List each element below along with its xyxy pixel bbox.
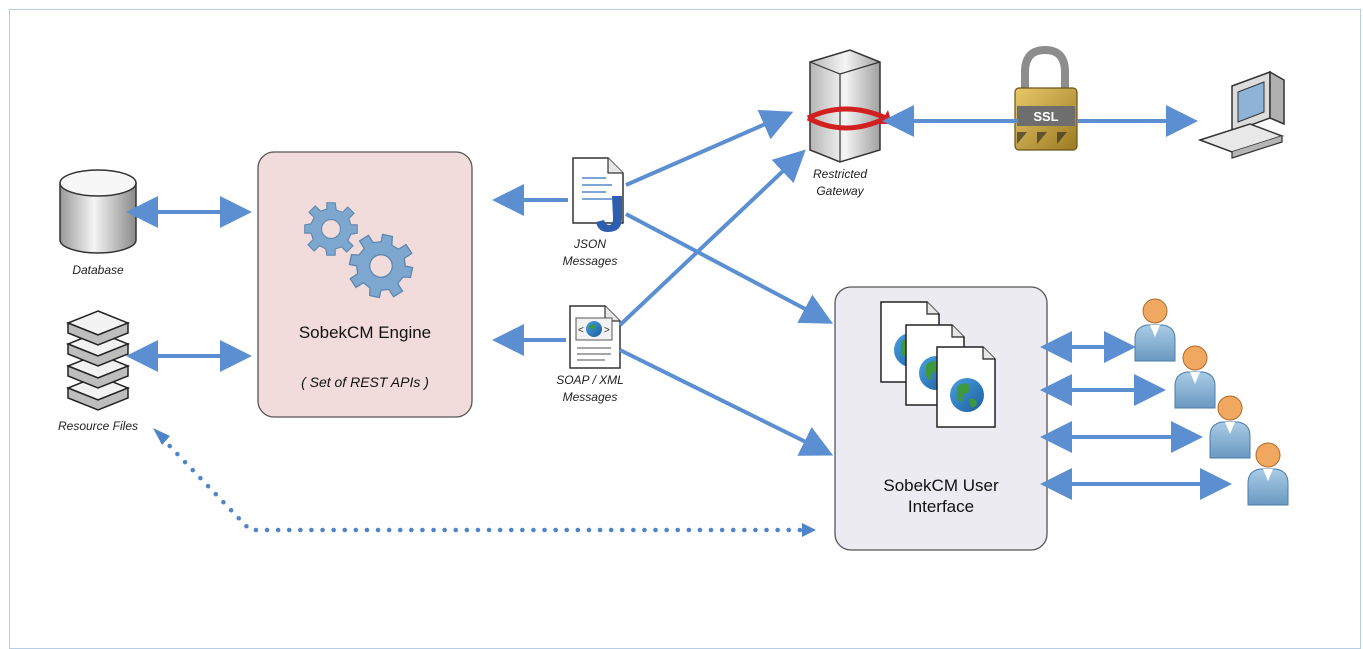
svg-text:>: > (604, 325, 610, 336)
gateway-label-line1: Restricted (812, 167, 868, 181)
database-label: Database (72, 263, 124, 277)
json-label-line1: JSON (573, 237, 606, 251)
json-label: JSON Messages (545, 236, 635, 270)
resource-files-label: Resource Files (57, 419, 139, 433)
soap-label: SOAP / XML Messages (540, 372, 640, 406)
soap-label-line1: SOAP / XML (556, 373, 624, 387)
connector-arrows (126, 105, 1232, 500)
soap-label-line2: Messages (562, 390, 618, 404)
database-icon (59, 169, 137, 254)
engine-subtitle: ( Set of REST APIs ) (301, 374, 429, 390)
ui-title: SobekCM User Interface (835, 475, 1047, 517)
ui-title-line2: Interface (907, 497, 975, 516)
computer-icon (1197, 70, 1285, 159)
resource-files-icon (67, 310, 129, 411)
user-icon (1134, 298, 1289, 506)
architecture-diagram: < > SSL (59, 45, 1289, 551)
dotted-connector-arrowhead-left (153, 428, 170, 445)
json-label-line2: Messages (562, 254, 618, 268)
json-document-icon (572, 157, 624, 232)
engine-title: SobekCM Engine (298, 323, 432, 342)
gateway-label: Restricted Gateway (795, 166, 885, 200)
svg-text:<: < (578, 325, 584, 336)
server-icon (806, 49, 892, 163)
ssl-lock-icon: SSL (1014, 45, 1078, 151)
ui-title-line1: SobekCM User (883, 476, 999, 495)
ssl-text: SSL (1033, 109, 1058, 124)
xml-document-icon: < > (569, 305, 621, 369)
dotted-connector-arrowhead-right (802, 523, 816, 537)
gateway-label-line2: Gateway (816, 184, 864, 198)
dotted-connector (159, 435, 805, 533)
